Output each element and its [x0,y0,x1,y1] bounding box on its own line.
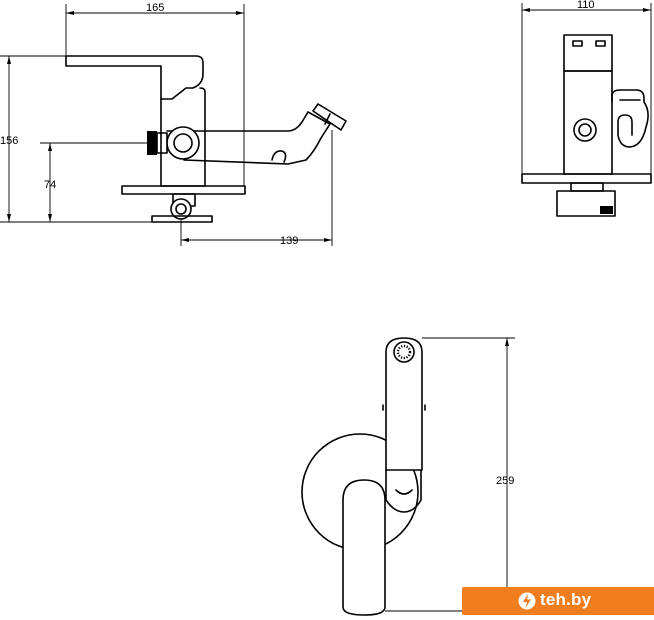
brand-text: teh.by [540,590,592,609]
dimension-label-110: 110 [577,0,595,11]
side-elevation-view [521,34,652,217]
dimension-label-156: 156 [0,135,18,147]
dimension-label-259: 259 [496,475,514,487]
dimension-height-156: 156 [0,55,152,223]
dimension-reach-139: 139 [180,130,333,247]
dimension-label-139: 139 [280,235,298,247]
dimension-width-110: 110 [521,0,652,174]
lightning-icon [518,592,536,610]
dimension-label-165: 165 [146,2,164,14]
front-elevation-view [65,55,347,223]
front-view [301,337,426,616]
brand-watermark: teh.by [462,587,654,615]
dimension-label-74: 74 [44,179,56,191]
dimension-width-165: 165 [65,2,245,186]
dimension-height-74: 74 [40,142,147,222]
